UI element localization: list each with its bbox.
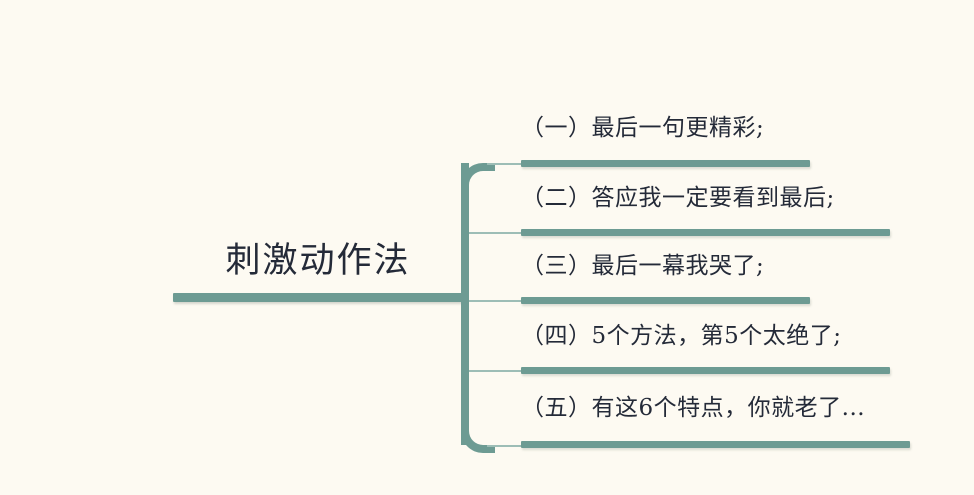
branch-label-3: （三）最后一幕我哭了; bbox=[521, 253, 765, 279]
branch-lead-5 bbox=[487, 445, 521, 447]
branch-underline-3 bbox=[521, 297, 810, 304]
branch-lead-3 bbox=[469, 300, 521, 302]
spine-elbow-bottom bbox=[461, 419, 495, 453]
branch-lead-2 bbox=[469, 232, 521, 234]
branch-spine-line bbox=[461, 163, 469, 445]
root-node[interactable]: 刺激动作法 bbox=[173, 232, 463, 308]
branch-label-5: （五）有这6个特点，你就老了... bbox=[521, 395, 866, 421]
spine-elbow-top bbox=[461, 163, 495, 197]
branch-underline-1 bbox=[521, 160, 810, 167]
branch-underline-5 bbox=[521, 441, 910, 448]
root-node-label: 刺激动作法 bbox=[225, 241, 411, 281]
branch-underline-2 bbox=[521, 229, 890, 236]
branch-label-4: （四）5个方法，第5个太绝了; bbox=[521, 323, 842, 349]
branch-lead-1 bbox=[487, 163, 521, 165]
branch-label-2: （二）答应我一定要看到最后; bbox=[521, 185, 835, 211]
root-node-underline bbox=[173, 293, 463, 302]
branch-underline-4 bbox=[521, 367, 890, 374]
branch-lead-4 bbox=[469, 370, 521, 372]
branch-label-1: （一）最后一句更精彩; bbox=[521, 115, 765, 141]
